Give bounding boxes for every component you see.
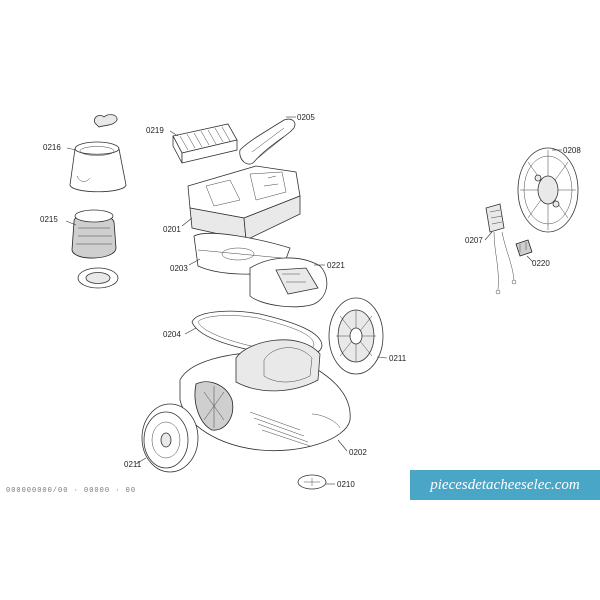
label-0215: 0215 (40, 215, 58, 224)
label-0207: 0207 (465, 236, 483, 245)
part-0215-motor (71, 209, 119, 289)
label-0216: 0216 (43, 143, 61, 152)
label-0220: 0220 (532, 259, 550, 268)
label-0204: 0204 (163, 330, 181, 339)
label-0203: 0203 (170, 264, 188, 273)
part-0201-top-housing (187, 165, 301, 241)
part-0211-wheel-left (141, 403, 199, 473)
footer-reference: 000000000/00 · 00000 · 00 (6, 487, 137, 495)
label-0201: 0201 (163, 225, 181, 234)
part-0207-switch (485, 203, 517, 295)
part-0210-button (297, 474, 327, 490)
part-0221-tray (249, 257, 328, 308)
part-0202-body (179, 339, 351, 452)
part-0216-cap (69, 114, 127, 193)
label-0202: 0202 (349, 448, 367, 457)
label-0211-right: 0211 (389, 354, 407, 363)
label-0208: 0208 (563, 146, 581, 155)
label-0221: 0221 (327, 261, 345, 270)
label-0205: 0205 (297, 113, 315, 122)
part-0208-cord-reel (517, 147, 579, 233)
part-0211-wheel-right (328, 297, 384, 375)
part-0220-connector (515, 239, 533, 257)
watermark-banner: piecesdetacheeselec.com (410, 470, 600, 500)
label-0219: 0219 (146, 126, 164, 135)
part-0205-handle (239, 118, 296, 165)
part-0219-filter (172, 123, 238, 164)
label-0211-left: 0211 (124, 460, 142, 469)
label-0210: 0210 (337, 480, 355, 489)
